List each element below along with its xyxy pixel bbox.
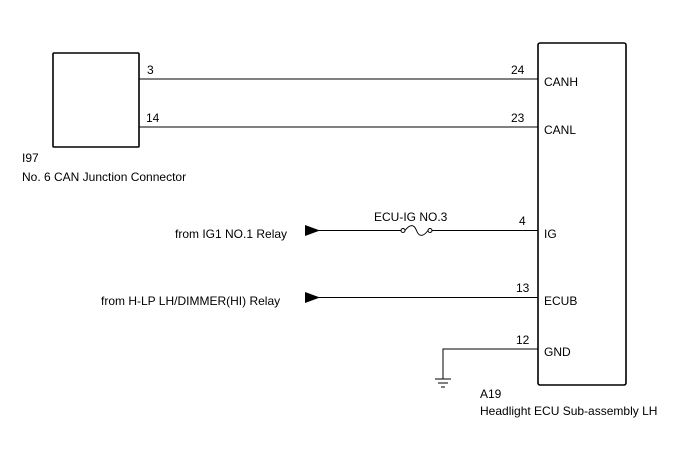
ground-icon	[435, 378, 451, 388]
a19-label-canh: CANH	[544, 75, 578, 89]
a19-pin-13: 13	[516, 281, 530, 295]
fuse-symbol-icon	[404, 225, 429, 236]
junction-connector-name: No. 6 CAN Junction Connector	[22, 170, 186, 184]
gnd-wire	[442, 348, 538, 379]
from-hlp-relay-label: from H-LP LH/DIMMER(HI) Relay	[101, 294, 280, 308]
junction-connector-box	[52, 52, 140, 148]
ig1-input-arrow-icon	[305, 225, 320, 236]
a19-pin-24: 24	[511, 63, 525, 77]
a19-label-ig: IG	[544, 227, 557, 241]
from-ig1-relay-label: from IG1 NO.1 Relay	[175, 227, 287, 241]
headlight-ecu-box	[537, 42, 627, 386]
hlp-input-arrow-icon	[305, 292, 320, 303]
junction-connector-code: I97	[22, 151, 39, 165]
a19-label-ecub: ECUB	[544, 294, 577, 308]
a19-label-canl: CANL	[544, 123, 576, 137]
fuse-label: ECU-IG NO.3	[374, 210, 448, 224]
i97-pin-3: 3	[147, 63, 154, 77]
headlight-ecu-code: A19	[480, 387, 502, 401]
a19-pin-12: 12	[516, 333, 530, 347]
a19-pin-4: 4	[519, 214, 526, 228]
fuse-terminal-right	[427, 228, 433, 233]
a19-label-gnd: GND	[544, 345, 571, 359]
i97-pin-14: 14	[146, 111, 160, 125]
fuse-terminal-left	[400, 228, 406, 233]
a19-pin-23: 23	[511, 111, 525, 125]
headlight-ecu-name: Headlight ECU Sub-assembly LH	[480, 404, 657, 418]
